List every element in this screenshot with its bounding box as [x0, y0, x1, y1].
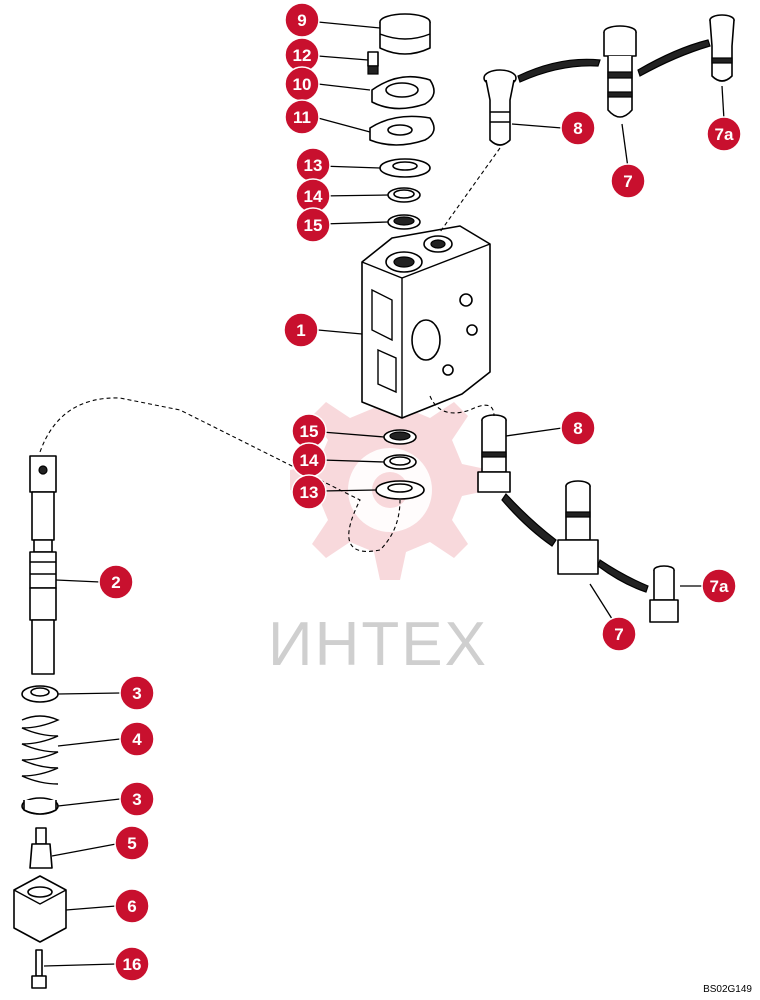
part-3-seat-top	[21, 685, 59, 703]
arrow-shadow-7-to-7a	[637, 39, 711, 77]
callout-7a-top: 7a	[706, 116, 742, 152]
callout-7-bottom: 7	[601, 616, 637, 652]
leader-lines	[43, 21, 725, 967]
callout-7-top: 7	[610, 163, 646, 199]
svg-text:1: 1	[296, 321, 305, 340]
callout-13-bottom: 13	[291, 474, 327, 510]
part-8-plug-top	[483, 69, 517, 146]
svg-text:7a: 7a	[710, 577, 729, 596]
svg-text:13: 13	[300, 483, 319, 502]
svg-text:15: 15	[300, 422, 319, 441]
callout-4: 4	[119, 721, 155, 757]
part-7a-valve-top	[709, 14, 735, 82]
svg-text:2: 2	[111, 573, 120, 592]
callout-3-bottom: 3	[119, 781, 155, 817]
part-4-spring	[21, 715, 60, 785]
callout-11: 11	[284, 99, 320, 135]
callout-5: 5	[114, 825, 150, 861]
part-11-gasket	[369, 115, 435, 146]
svg-text:7a: 7a	[715, 125, 734, 144]
arrow-shadow-8-to-7	[517, 58, 601, 83]
drawing-code: BS02G149	[703, 984, 752, 995]
part-3-seat-bottom	[21, 797, 59, 815]
svg-text:16: 16	[123, 955, 142, 974]
callout-3-top: 3	[119, 675, 155, 711]
part-15-seal-bottom	[383, 429, 417, 445]
svg-text:14: 14	[304, 187, 323, 206]
svg-text:3: 3	[132, 790, 141, 809]
arrow-shadow-8-to-7-bottom	[501, 493, 557, 547]
part-7a-valve-bottom	[649, 565, 679, 623]
callout-9: 9	[284, 2, 320, 38]
part-16-bolt	[31, 949, 47, 989]
svg-text:14: 14	[300, 451, 319, 470]
part-13-washer-top	[379, 158, 431, 178]
svg-text:9: 9	[297, 11, 306, 30]
callout-8-bottom: 8	[560, 410, 596, 446]
svg-text:6: 6	[127, 897, 136, 916]
part-13-washer-bottom	[375, 480, 425, 500]
callout-8-top: 8	[560, 110, 596, 146]
watermark-gear	[290, 380, 490, 580]
watermark-text: ИНТЕХ	[268, 610, 488, 679]
part-8-plug-bottom	[477, 414, 511, 493]
callout-15-top: 15	[295, 207, 331, 243]
svg-text:7: 7	[623, 172, 632, 191]
part-6-cap	[13, 875, 67, 943]
svg-text:4: 4	[132, 730, 142, 749]
callout-2: 2	[98, 564, 134, 600]
svg-text:8: 8	[573, 419, 582, 438]
svg-text:13: 13	[304, 156, 323, 175]
dash-line-8-top	[439, 147, 501, 233]
callout-6: 6	[114, 888, 150, 924]
svg-text:10: 10	[293, 75, 312, 94]
callout-12: 12	[284, 37, 320, 73]
dash-line-8-bottom	[429, 395, 495, 417]
svg-text:3: 3	[132, 684, 141, 703]
part-15-seal-top	[387, 214, 421, 230]
part-9-cap	[379, 13, 431, 55]
callout-1: 1	[283, 312, 319, 348]
part-2-spool	[29, 455, 57, 675]
callout-16: 16	[114, 946, 150, 982]
part-7-valve-top	[603, 25, 637, 118]
part-14-ring-bottom	[383, 454, 417, 470]
svg-text:5: 5	[127, 834, 136, 853]
svg-text:8: 8	[573, 119, 582, 138]
valve-body	[361, 225, 491, 419]
arrow-shadow-7-to-7a-bottom	[597, 559, 649, 593]
callout-10: 10	[284, 66, 320, 102]
svg-text:7: 7	[614, 625, 623, 644]
svg-text:11: 11	[293, 108, 311, 127]
callout-14-bottom: 14	[291, 442, 327, 478]
part-5-screw	[29, 827, 53, 869]
callout-7a-bottom: 7a	[701, 568, 737, 604]
callout-13-top: 13	[295, 147, 331, 183]
part-12-screw	[367, 51, 379, 75]
callout-15-bottom: 15	[291, 413, 327, 449]
callout-14-top: 14	[295, 178, 331, 214]
svg-text:12: 12	[293, 46, 312, 65]
part-14-ring-top	[387, 187, 421, 203]
part-10-plate	[371, 75, 435, 110]
dash-line-spool	[39, 397, 401, 552]
svg-text:15: 15	[304, 216, 323, 235]
part-7-valve-bottom	[557, 480, 599, 575]
